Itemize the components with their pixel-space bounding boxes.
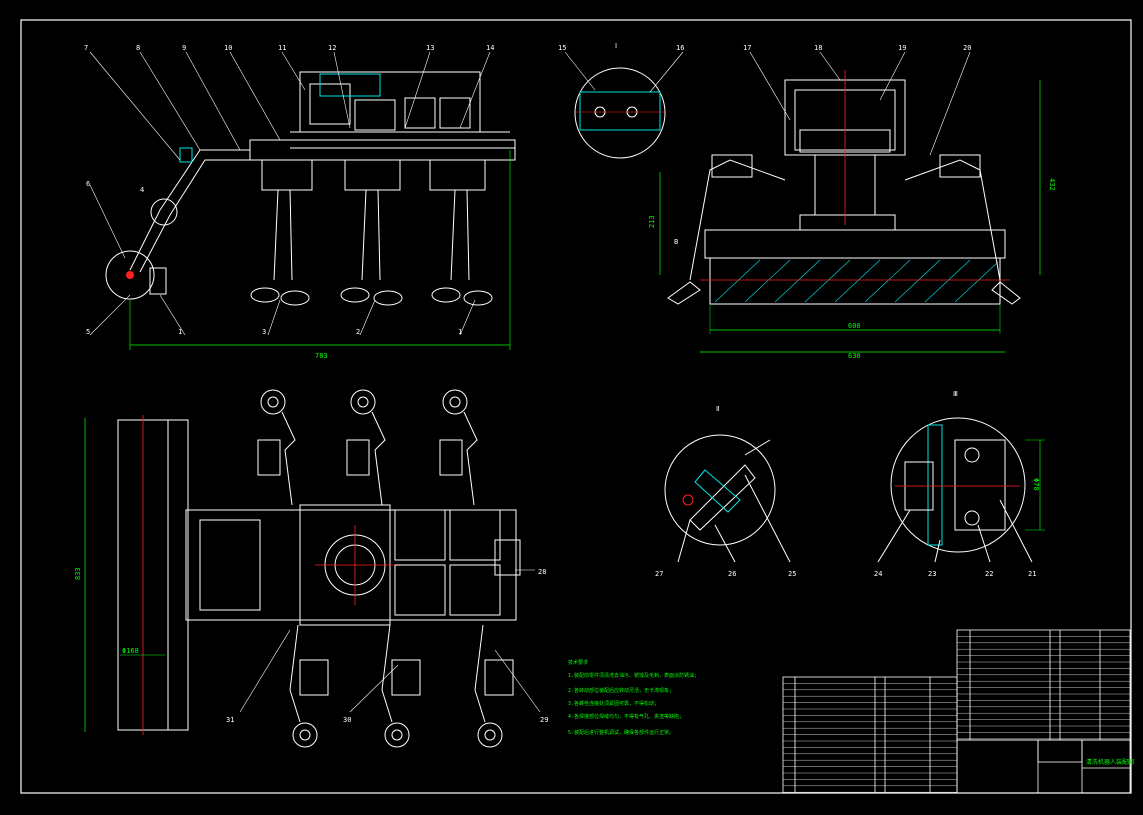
part-label: 1 (458, 328, 462, 336)
part-label: 27 (655, 570, 663, 578)
part-labels-detail: 27 26 25 24 23 22 21 (655, 570, 1036, 578)
part-label: 15 (558, 44, 566, 52)
plan-leg-upper-2 (346, 389, 386, 506)
part-label: 14 (486, 44, 494, 52)
part-label: 17 (743, 44, 751, 52)
drawing-frame (20, 19, 1132, 794)
part-label: 2 (356, 328, 360, 336)
detail-circle-top (574, 67, 666, 159)
part-label: 22 (985, 570, 993, 578)
part-label: 28 (538, 568, 546, 576)
part-label: 23 (928, 570, 936, 578)
part-label: 26 (728, 570, 736, 578)
part-label: 25 (788, 570, 796, 578)
leg-right (429, 159, 493, 306)
dim-side-height: 432 (1048, 178, 1056, 191)
part-label: 29 (540, 716, 548, 724)
detail-ii (664, 434, 791, 563)
part-label: 18 (814, 44, 822, 52)
part-label: 4 (140, 186, 144, 194)
leg-middle (340, 159, 403, 306)
notes-line: 2.各转动部位装配后应转动灵活，无卡滞现象； (568, 687, 674, 694)
dim-plan-length: 833 (74, 567, 82, 580)
view-mark-iii: Ⅲ (953, 390, 958, 398)
part-label: 30 (343, 716, 351, 724)
view-mark-top: Ⅰ (615, 42, 617, 50)
part-label: 8 (136, 44, 140, 52)
part-label: 10 (224, 44, 232, 52)
dim-roller-length: 600 (848, 322, 861, 330)
part-label: 12 (328, 44, 336, 52)
part-label: 7 (84, 44, 88, 52)
dim-side-left-height: 213 (648, 215, 656, 228)
part-label: 16 (676, 44, 684, 52)
part-label: 9 (182, 44, 186, 52)
dim-roller-diameter: Φ168 (122, 647, 139, 655)
part-label: 13 (426, 44, 434, 52)
notes-line: 3.各螺栓连接处须紧固可靠，不得松动； (568, 700, 659, 707)
plan-body (185, 509, 517, 621)
technical-notes: 技术要求 1.装配前零件须清洗去油污、锈蚀及毛刺，表面涂防锈油； 2.各转动部位… (568, 659, 699, 736)
notes-heading: 技术要求 (568, 659, 588, 666)
detail-iii (877, 417, 1045, 563)
part-label: 3 (262, 328, 266, 336)
top-housing (299, 71, 481, 133)
part-label: 6 (86, 180, 90, 188)
dim-detail-height: Φ70 (1032, 478, 1040, 491)
parts-list (782, 629, 1131, 794)
plan-leg-lower-2 (381, 624, 421, 748)
plan-leg-upper-3 (439, 389, 478, 506)
part-label: 20 (963, 44, 971, 52)
dim-front-width: 783 (315, 352, 328, 360)
part-label: 5 (86, 328, 90, 336)
notes-line: 4.各焊接部位焊缝均匀，不得有气孔、夹渣等缺陷； (568, 713, 684, 720)
plan-leg-upper-1 (257, 389, 296, 506)
part-label: 31 (226, 716, 234, 724)
leaders-side (564, 51, 971, 156)
part-label: 1 (178, 328, 182, 336)
view-mark-ii: Ⅱ (716, 405, 719, 413)
part-labels-front: 7 8 9 10 11 12 13 14 6 4 5 1 3 2 1 (84, 44, 494, 336)
leg-left (250, 159, 313, 306)
part-label: 24 (874, 570, 882, 578)
side-marker: B (674, 238, 678, 246)
leaders-plan (239, 569, 541, 713)
dim-overall-width: 630 (848, 352, 861, 360)
brush-roller (105, 250, 155, 300)
part-labels-plan: 28 31 30 29 (226, 568, 548, 724)
part-label: 19 (898, 44, 906, 52)
plan-leg-lower-1 (289, 624, 329, 748)
part-label: 21 (1028, 570, 1036, 578)
plan-leg-lower-3 (474, 624, 514, 748)
leaders-front (89, 51, 491, 336)
side-roller (709, 257, 1001, 305)
notes-line: 5.装配后进行整机调试，确保各部件运行正常。 (568, 729, 674, 736)
front-view (105, 71, 516, 350)
part-labels-side: 15 16 17 18 19 20 (558, 44, 971, 52)
side-view (659, 70, 1041, 353)
drawing-title: 清洗机器人装配图 (1086, 758, 1134, 766)
notes-line: 1.装配前零件须清洗去油污、锈蚀及毛刺，表面涂防锈油； (568, 672, 699, 679)
part-label: 11 (278, 44, 286, 52)
plan-view (84, 389, 521, 748)
